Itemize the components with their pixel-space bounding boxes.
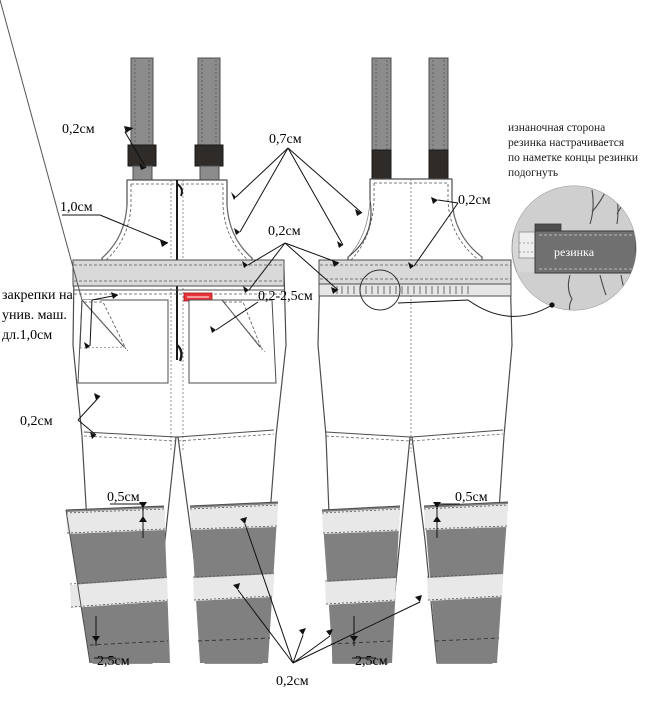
- callout-bartack-line1: закрепки на: [2, 288, 74, 303]
- back-elastic-band: [318, 283, 512, 297]
- callout-crotch-02: 0,2см: [276, 674, 309, 689]
- back-strap-right: [428, 57, 449, 180]
- callout-knee-left-05: 0,5см: [107, 490, 140, 505]
- callout-bartack-line3: дл.1,0см: [2, 328, 52, 343]
- back-reflective-right-leg: [423, 501, 509, 663]
- buckle-left: [127, 144, 157, 167]
- detail-note-line2: резинка настрачивается: [508, 137, 625, 149]
- callout-hem-right-25: 2,5см: [355, 654, 388, 669]
- callout-bartack-line2: унив. маш.: [2, 308, 67, 323]
- callout-hip-02: 0,2см: [20, 414, 53, 429]
- callout-front-waist-02: 0,2см: [268, 224, 301, 239]
- callout-pocket-range: 0,2-2,5см: [258, 289, 313, 304]
- detail-note-line4: подогнуть: [508, 167, 558, 179]
- front-reflective-left-leg: [65, 505, 170, 664]
- back-waist-band: [318, 259, 512, 311]
- back-strap-left: [371, 57, 392, 180]
- arrowheads: [84, 126, 441, 642]
- buckle-right: [194, 144, 224, 167]
- callout-bib-10: 1,0см: [60, 200, 93, 215]
- back-elastic-gathers: [336, 286, 469, 294]
- elastic-piece: [534, 230, 636, 274]
- callout-back-02: 0,2см: [458, 193, 491, 208]
- front-reflective-right-leg: [189, 501, 279, 663]
- elastic-detail-circle: резинка: [467, 185, 637, 317]
- callout-hem-left-25: 2,5см: [97, 654, 130, 669]
- front-strap-right: [194, 57, 224, 181]
- leader-lines: [62, 127, 469, 664]
- detail-note-line3: по наметке концы резинки: [508, 152, 638, 164]
- detail-callout-circle-source: [359, 269, 401, 311]
- callout-strap-02: 0,2см: [62, 122, 95, 137]
- elastic-detail-label: резинка: [554, 245, 595, 259]
- callout-shoulder-07: 0,7см: [269, 132, 302, 147]
- front-view: [0, 0, 287, 664]
- front-pocket-right: [188, 299, 277, 384]
- back-reflective-left-leg: [321, 505, 401, 663]
- detail-note-line1: изнаночная сторона: [508, 122, 605, 134]
- callout-knee-right-05: 0,5см: [455, 490, 488, 505]
